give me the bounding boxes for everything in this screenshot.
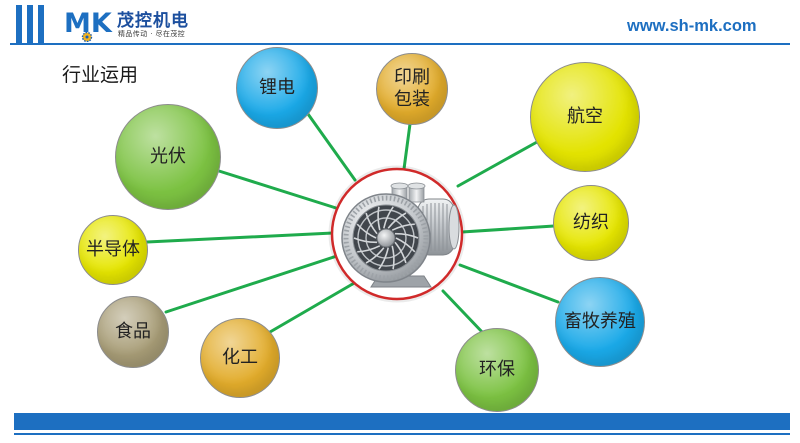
industry-label: 锂电 xyxy=(259,76,295,98)
blower-outlet-flange xyxy=(407,182,426,190)
connector-line-aviation xyxy=(456,140,539,188)
blower-grille-ring xyxy=(365,217,407,259)
industry-label-line-1: 印刷 xyxy=(394,66,430,88)
connector-line-food xyxy=(164,252,345,314)
industry-bubble-livestock: 畜牧养殖 xyxy=(555,277,645,367)
connector-line-livestock xyxy=(458,263,560,304)
connector-line-lithium xyxy=(306,112,357,182)
blower-housing-fins xyxy=(343,195,429,281)
connector-line-chemical xyxy=(268,280,358,334)
industry-bubble-photovoltaic: 光伏 xyxy=(115,104,221,210)
company-tagline: 精品传动 · 尽在茂控 xyxy=(118,30,186,38)
industry-bubble-semiconductor: 半导体 xyxy=(78,215,148,285)
footer-line xyxy=(14,433,790,435)
connector-lines xyxy=(145,112,560,336)
blower-image xyxy=(341,182,460,288)
industry-label: 光伏 xyxy=(150,145,186,167)
logo-bar xyxy=(38,5,44,43)
industry-label: 半导体 xyxy=(86,238,140,260)
gear-icon-center xyxy=(85,35,89,39)
industry-label-line-2: 包装 xyxy=(394,89,430,110)
blower-fan-hub xyxy=(376,228,396,248)
header-divider xyxy=(10,43,790,45)
blower-inlet-flange xyxy=(390,182,409,190)
logo-bar xyxy=(27,5,33,43)
industry-bubble-chemical: 化工 xyxy=(200,318,280,398)
industry-label: 纺织 xyxy=(573,211,609,233)
connector-line-photovoltaic xyxy=(217,169,338,210)
connector-line-semiconductor xyxy=(145,231,335,244)
company-name: 茂控机电 xyxy=(117,11,189,31)
industry-label: 化工 xyxy=(222,346,258,368)
industry-label: 环保 xyxy=(479,358,515,380)
industry-bubble-textile: 纺织 xyxy=(553,185,629,261)
center-hub-shadow xyxy=(328,165,466,303)
industry-label: 航空 xyxy=(567,105,603,127)
industry-bubble-printing-packaging: 印刷 包装 xyxy=(376,53,448,125)
connector-line-textile xyxy=(460,224,556,234)
website-url: www.sh-mk.com xyxy=(627,17,757,35)
industry-label: 食品 xyxy=(115,320,151,342)
blower-grille-ribs xyxy=(353,206,419,270)
industry-bubble-lithium: 锂电 xyxy=(236,47,318,129)
blower-motor-endcap xyxy=(448,204,460,250)
industry-bubble-aviation: 航空 xyxy=(530,62,640,172)
connector-line-printing-packaging xyxy=(402,122,412,171)
page-title: 行业运用 xyxy=(62,64,139,86)
blower-grille-ring xyxy=(357,209,415,267)
company-logo: MK xyxy=(64,8,113,42)
industry-bubble-environmental: 环保 xyxy=(455,328,539,412)
footer-bar xyxy=(14,413,790,430)
industry-bubble-food: 食品 xyxy=(97,296,169,368)
connector-line-environmental xyxy=(441,289,486,336)
industry-label: 畜牧养殖 xyxy=(564,310,636,332)
logo-bar xyxy=(16,5,22,43)
